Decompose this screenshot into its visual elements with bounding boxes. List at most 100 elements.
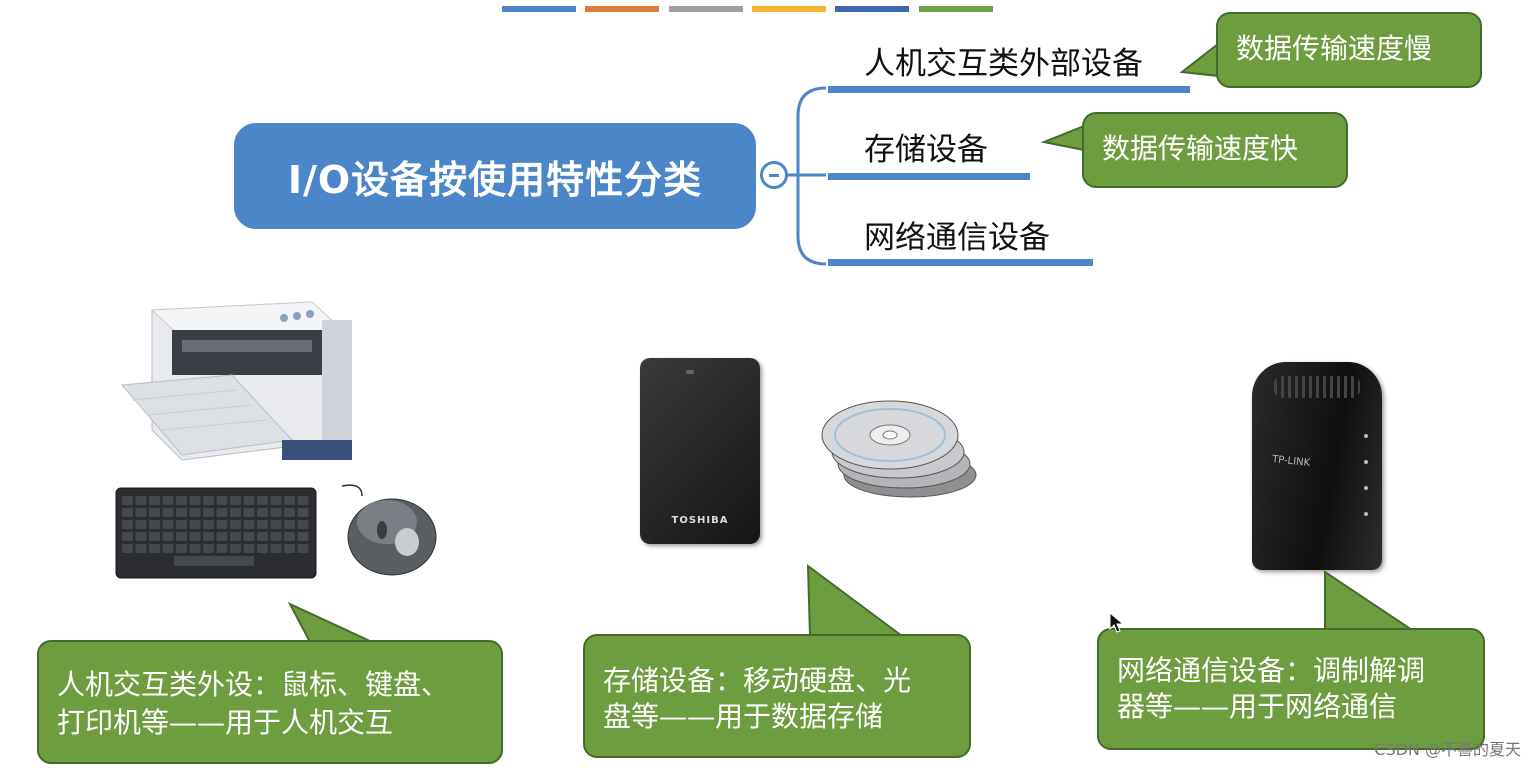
keyboard-key	[149, 520, 160, 529]
callout-storage-devices: 存储设备：移动硬盘、光 盘等——用于数据存储	[583, 634, 971, 758]
topbar-segment-2	[585, 6, 659, 12]
topbar-segment-6	[919, 6, 993, 12]
keyboard-key	[149, 544, 160, 553]
connector-bracket	[796, 86, 827, 266]
keyboard-key	[230, 520, 241, 529]
keyboard-key	[203, 520, 214, 529]
callout-network-devices: 网络通信设备：调制解调 器等——用于网络通信	[1097, 628, 1485, 750]
modem-led-2	[1364, 460, 1368, 464]
keyboard-key	[257, 520, 268, 529]
keyboard-key	[189, 496, 201, 505]
callout-storage-line1: 存储设备：移动硬盘、光	[603, 664, 912, 697]
root-node: I/O设备按使用特性分类	[234, 123, 756, 229]
keyboard-key	[203, 508, 214, 517]
keyboard-key	[270, 544, 282, 553]
branch-underline-1	[828, 86, 1190, 93]
keyboard-key	[297, 520, 309, 529]
keyboard-key	[230, 532, 241, 541]
keyboard-key	[270, 532, 282, 541]
keyboard-key	[297, 532, 309, 541]
modem-led-3	[1364, 486, 1368, 490]
note-speed-slow: 数据传输速度慢	[1216, 12, 1482, 88]
mouse-image	[341, 484, 437, 576]
keyboard-key	[162, 532, 174, 541]
callout-network-line2: 器等——用于网络通信	[1117, 690, 1398, 723]
keyboard-key	[216, 532, 228, 541]
keyboard-key	[230, 508, 241, 517]
topbar-segment-3	[669, 6, 743, 12]
keyboard-key	[122, 496, 133, 505]
keyboard-key	[270, 520, 282, 529]
note-speed-slow-text: 数据传输速度慢	[1236, 32, 1433, 65]
callout-storage-line2: 盘等——用于数据存储	[603, 700, 884, 733]
keyboard-key	[176, 520, 187, 529]
keyboard-key	[297, 508, 309, 517]
keyboard-key	[122, 508, 133, 517]
keyboard-key	[122, 532, 133, 541]
keyboard-key	[162, 496, 174, 505]
hard-disk-led	[686, 370, 694, 374]
branch-label-network: 网络通信设备	[864, 220, 1050, 256]
branch-label-storage: 存储设备	[864, 132, 988, 168]
keyboard-key	[135, 544, 147, 553]
hard-disk-image: TOSHIBA	[640, 358, 760, 544]
keyboard-key	[135, 532, 147, 541]
keyboard-key	[284, 544, 295, 553]
printer-image	[120, 301, 352, 461]
branch-callout-shapes	[1040, 41, 1219, 152]
keyboard-key	[216, 496, 228, 505]
keyboard-key	[122, 544, 133, 553]
keyboard-key	[149, 496, 160, 505]
note-speed-fast-text: 数据传输速度快	[1102, 132, 1299, 165]
keyboard-key	[203, 544, 214, 553]
callout-network-line1: 网络通信设备：调制解调	[1117, 654, 1426, 687]
keyboard-key	[243, 496, 255, 505]
callout-hci-devices: 人机交互类外设：鼠标、键盘、 打印机等——用于人机交互	[37, 640, 503, 764]
callout-pointer-storage	[806, 563, 906, 637]
keyboard-key	[257, 508, 268, 517]
keyboard-image	[115, 487, 317, 579]
root-node-label: I/O设备按使用特性分类	[287, 157, 703, 202]
keyboard-key	[176, 508, 187, 517]
keyboard-key	[284, 496, 295, 505]
keyboard-key	[284, 532, 295, 541]
topbar-segment-5	[835, 6, 909, 12]
keyboard-key	[230, 544, 241, 553]
callout-hci-line2: 打印机等——用于人机交互	[57, 706, 394, 739]
note-speed-fast: 数据传输速度快	[1082, 112, 1348, 188]
keyboard-key	[149, 532, 160, 541]
keyboard-key	[270, 496, 282, 505]
keyboard-key	[135, 520, 147, 529]
keyboard-key	[122, 520, 133, 529]
keyboard-key	[135, 496, 147, 505]
keyboard-key	[243, 508, 255, 517]
hard-disk-brand-label: TOSHIBA	[671, 515, 729, 526]
keyboard-key	[297, 496, 309, 505]
branch-underline-3	[828, 259, 1093, 266]
modem-led-1	[1364, 434, 1368, 438]
keyboard-key	[189, 532, 201, 541]
keyboard-key	[203, 532, 214, 541]
keyboard-key	[243, 544, 255, 553]
branch-underline-2	[828, 173, 1030, 180]
callout-pointer-network	[1324, 570, 1416, 631]
callout-hci-line1: 人机交互类外设：鼠标、键盘、	[57, 668, 450, 701]
callout-pointer-hci	[287, 601, 373, 643]
topbar-segment-4	[752, 6, 826, 12]
keyboard-key	[162, 520, 174, 529]
keyboard-key	[216, 520, 228, 529]
keyboard-key	[257, 532, 268, 541]
keyboard-key	[297, 544, 309, 553]
keyboard-key	[284, 520, 295, 529]
minus-circle-icon[interactable]	[760, 161, 788, 189]
branch-label-human-interaction: 人机交互类外部设备	[864, 46, 1143, 82]
watermark: CSDN @不喜的夏天	[1374, 740, 1521, 759]
keyboard-key	[149, 508, 160, 517]
topbar-segment-1	[502, 6, 576, 12]
modem-image: TP-LINK	[1252, 362, 1382, 570]
keyboard-key	[257, 496, 268, 505]
keyboard-key	[243, 520, 255, 529]
keyboard-key	[189, 544, 201, 553]
keyboard-key	[189, 508, 201, 517]
